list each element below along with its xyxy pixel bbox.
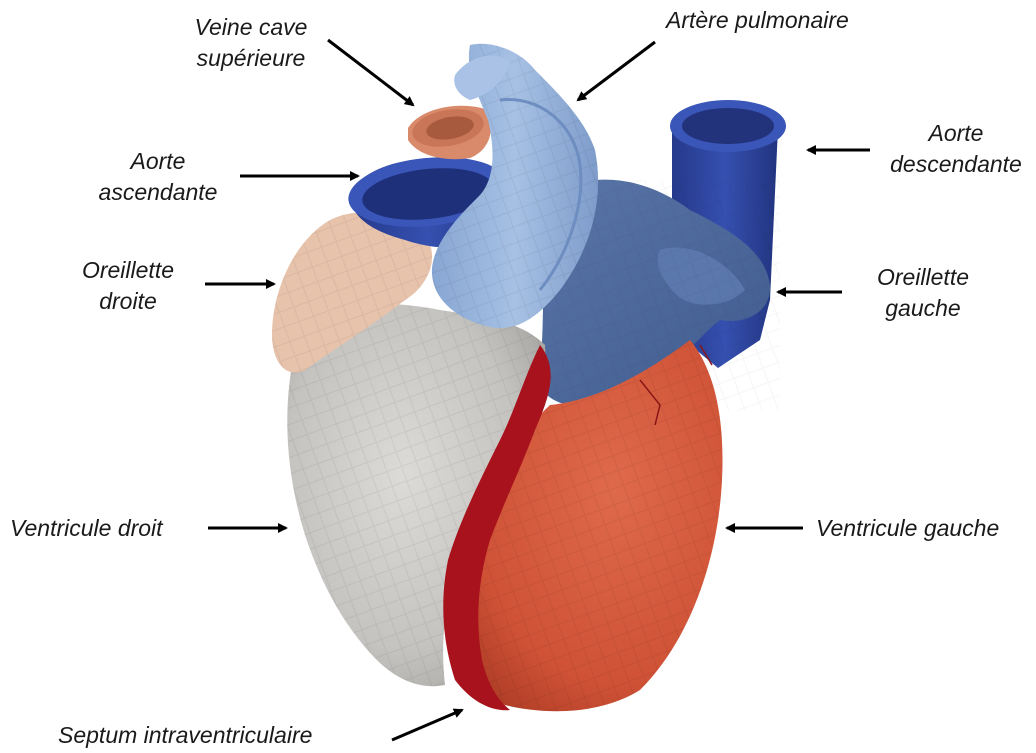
label-oreillette-gauche: Oreillette gauche	[862, 262, 984, 324]
label-aorte-ascendante: Aorte ascendante	[83, 146, 233, 208]
arrow-septum	[392, 710, 462, 740]
label-oreillette-droite: Oreillette droite	[68, 255, 188, 317]
label-ventricule-droit: Ventricule droit	[10, 513, 163, 544]
arrow-artere-pulmonaire	[578, 42, 655, 100]
label-artere-pulmonaire: Artère pulmonaire	[666, 5, 849, 36]
label-ventricule-gauche: Ventricule gauche	[816, 513, 999, 544]
arrow-veine-cave	[328, 40, 413, 105]
label-aorte-descendante: Aorte descendante	[880, 118, 1032, 180]
label-septum-intraventriculaire: Septum intraventriculaire	[58, 720, 312, 751]
superior-vena-cava	[408, 104, 491, 159]
label-veine-cave-superieure: Veine cave supérieure	[176, 12, 326, 74]
